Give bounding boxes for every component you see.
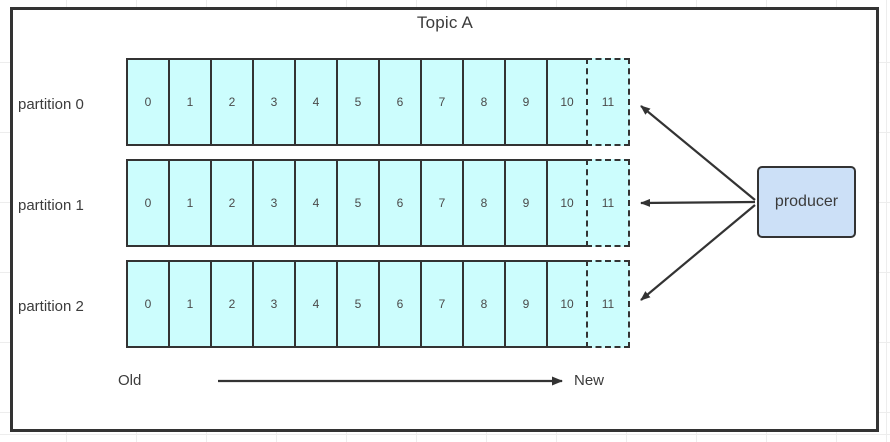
segment-cell: 5 [336,159,378,247]
segment-cell: 0 [126,159,168,247]
segment-cell: 6 [378,159,420,247]
segment-cell: 1 [168,58,210,146]
segment-cell: 4 [294,58,336,146]
segment-cell-pending: 11 [586,58,630,146]
segment-cell: 8 [462,260,504,348]
segment-cell: 7 [420,260,462,348]
segment-cell: 9 [504,58,546,146]
segment-cell: 7 [420,159,462,247]
segment-cell: 8 [462,159,504,247]
segment-cell: 3 [252,260,294,348]
segment-cell: 4 [294,260,336,348]
segment-cell: 1 [168,260,210,348]
partition-label-1: partition 1 [18,197,84,214]
segment-cell-pending: 11 [586,159,630,247]
segment-cell: 2 [210,159,252,247]
axis-label-new: New [574,372,605,389]
segment-cell: 7 [420,58,462,146]
axis-label-old: Old [118,372,142,389]
segment-cell: 3 [252,159,294,247]
segment-cell: 1 [168,159,210,247]
producer-label: producer [774,193,839,210]
segment-cell: 5 [336,58,378,146]
segment-cell: 10 [546,58,588,146]
segment-cell: 10 [546,260,588,348]
segment-cell: 3 [252,58,294,146]
segment-cell: 2 [210,58,252,146]
segment-cell: 6 [378,260,420,348]
segment-cell: 5 [336,260,378,348]
segment-cell: 4 [294,159,336,247]
segment-cell: 9 [504,159,546,247]
segment-cell-pending: 11 [586,260,630,348]
segment-cell: 6 [378,58,420,146]
segment-cell: 9 [504,260,546,348]
partition-label-0: partition 0 [18,96,84,113]
producer-node[interactable]: producer [757,166,856,238]
page-title: Topic A [416,13,474,32]
partition-label-2: partition 2 [18,298,84,315]
segment-cell: 0 [126,58,168,146]
segment-cell: 2 [210,260,252,348]
segment-cell: 10 [546,159,588,247]
segment-cell: 0 [126,260,168,348]
segment-cell: 8 [462,58,504,146]
